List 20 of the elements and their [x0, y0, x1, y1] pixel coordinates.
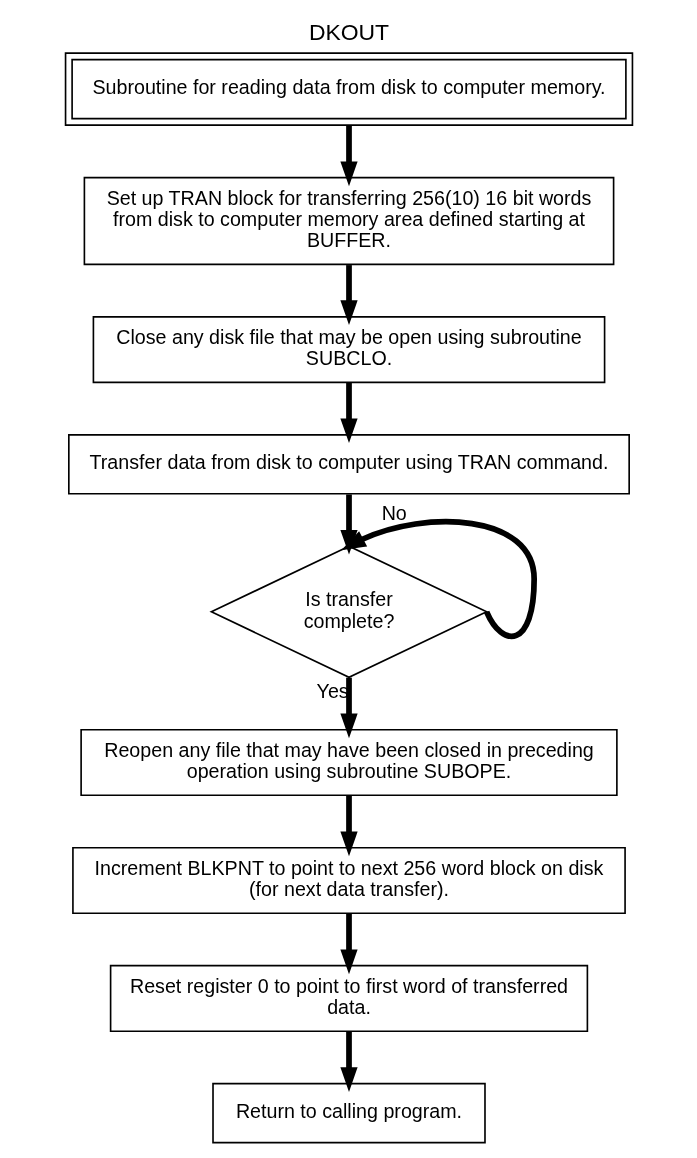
- arrow: [339, 795, 358, 857]
- diagram-title: DKOUT: [308, 19, 389, 46]
- node-box: Transfer data from disk to computer using TRAN command.: [67, 434, 630, 495]
- arrow: [339, 1031, 358, 1092]
- arrow: [339, 677, 358, 739]
- node-box: Return to calling program.: [211, 1082, 486, 1144]
- arrow: [339, 913, 358, 975]
- arrow: [339, 382, 358, 444]
- node-box: Increment BLKPNT to point to next 256 word block on disk (for next data transfer).: [71, 846, 626, 915]
- node-box: Reopen any file that may have been closed in preceding operation using subroutine SUBOPE.: [79, 728, 618, 797]
- node-box: Subroutine for reading data from disk to computer memory.: [64, 52, 633, 126]
- arrow: [340, 519, 537, 639]
- arrow: [339, 494, 358, 555]
- node-box: Set up TRAN block for transferring 256(10) 16 bit words from disk to computer memory area defined starting at BUFFER.: [83, 176, 614, 266]
- arrow: [339, 265, 358, 325]
- arrow: [339, 125, 358, 187]
- node-diamond: Is transfer complete?: [208, 545, 489, 679]
- node-box: Reset register 0 to point to first word of transferred data.: [109, 964, 588, 1032]
- edge-label: No: [381, 501, 407, 524]
- node-box: Close any disk file that may be open using subroutine SUBCLO.: [92, 316, 605, 384]
